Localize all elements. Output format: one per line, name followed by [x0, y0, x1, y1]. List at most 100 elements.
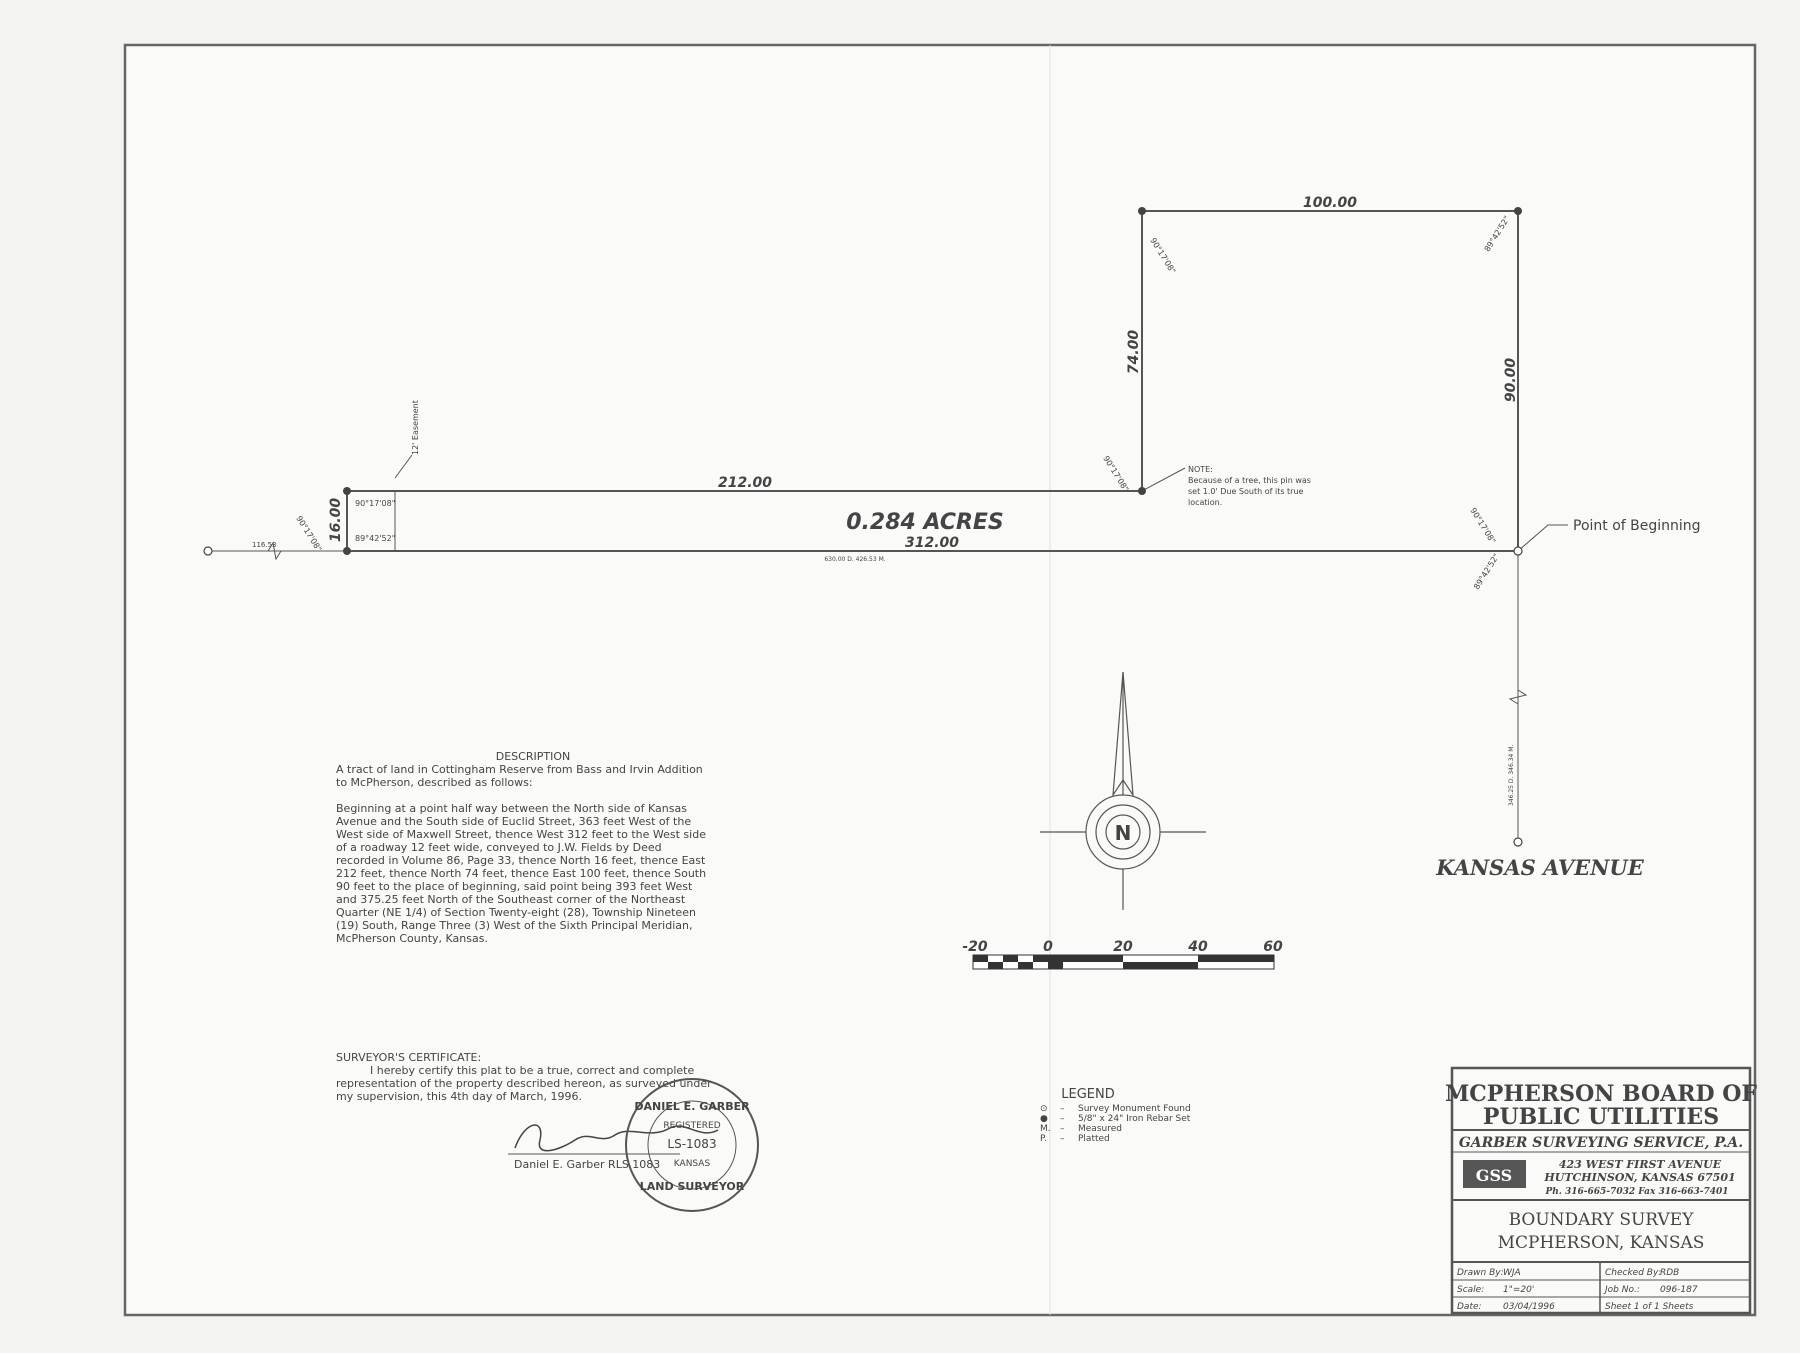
legend-dash: – [1060, 1104, 1065, 1114]
break-symbol [267, 541, 282, 561]
dim-left-vertical: 74.00 [1126, 330, 1142, 375]
graphic-scale-bar [972, 954, 1275, 970]
certificate-heading: SURVEYOR'S CERTIFICATE: [336, 1051, 481, 1064]
date-value: 03/04/1996 [1503, 1302, 1555, 1312]
legend-text: 5/8" x 24" Iron Rebar Set [1078, 1114, 1191, 1124]
legend-text: Platted [1078, 1134, 1110, 1144]
note-line: location. [1188, 498, 1222, 507]
monument-found-icon [1513, 837, 1523, 847]
monument-found-icon [1513, 546, 1523, 556]
description-line: (19) South, Range Three (3) West of the … [336, 919, 692, 932]
monument-found-icon [203, 546, 213, 556]
seal-registered: REGISTERED [663, 1121, 720, 1131]
street-label: KANSAS AVENUE [1435, 855, 1644, 880]
gss-logo-text: GSS [1476, 1166, 1512, 1185]
north-letter: N [1115, 821, 1132, 845]
rebar-set-icon [343, 547, 351, 555]
scale-field-value: 1"=20' [1503, 1285, 1534, 1295]
pob-leader [1517, 524, 1568, 552]
legend-text: Measured [1078, 1124, 1122, 1134]
drawn-by-value: WJA [1503, 1268, 1521, 1278]
certificate-line: I hereby certify this plat to be a true,… [370, 1064, 694, 1077]
description-line: 90 feet to the place of beginning, said … [336, 880, 693, 893]
checked-by-label: Checked By: [1605, 1268, 1661, 1278]
scale-label: 0 [1043, 939, 1053, 955]
rebar-set-icon [1514, 207, 1522, 215]
easement-leader [394, 454, 413, 479]
dim-left-short: 16.00 [328, 498, 344, 543]
scale-label: 60 [1263, 939, 1283, 955]
bottom-tie-label: 630.00 D. 426.53 M. [824, 556, 885, 563]
certificate-line: my supervision, this 4th day of March, 1… [336, 1090, 582, 1103]
note-leader [1141, 467, 1186, 492]
note-line: set 1.0' Due South of its true [1188, 487, 1304, 496]
legend-symbol: M. [1040, 1124, 1051, 1134]
description-line: A tract of land in Cottingham Reserve fr… [336, 763, 703, 776]
signer-name: Daniel E. Garber RLS 1083 [514, 1158, 660, 1171]
description-body: A tract of land in Cottingham Reserve fr… [336, 763, 706, 945]
drawing-border [123, 43, 1757, 1317]
surveyor-seal-icon [625, 1078, 759, 1212]
easement-label: 12' Easement [411, 400, 420, 455]
dim-right-vertical: 90.00 [1503, 358, 1519, 403]
gss-logo-icon [1463, 1160, 1526, 1188]
project-location: MCPHERSON, KANSAS [1498, 1233, 1705, 1253]
legend-symbol: P. [1040, 1134, 1047, 1144]
checked-by-value: RDB [1660, 1268, 1679, 1278]
rebar-set-icon [1138, 207, 1146, 215]
job-number-label: Job No.: [1603, 1285, 1640, 1295]
date-label: Date: [1457, 1302, 1482, 1312]
firm-address-line1: 423 WEST FIRST AVENUE [1559, 1158, 1722, 1171]
description-line: McPherson County, Kansas. [336, 932, 488, 945]
legend-list: ⊙ – Survey Monument Found ● – 5/8" x 24"… [1040, 1104, 1191, 1144]
dim-middle: 212.00 [718, 475, 772, 491]
description-line: West side of Maxwell Street, thence West… [336, 828, 706, 841]
rebar-set-icon [1138, 487, 1146, 495]
legend-text: Survey Monument Found [1078, 1104, 1191, 1114]
description-heading: DESCRIPTION [496, 750, 570, 763]
legend-dash: – [1060, 1124, 1065, 1134]
acreage-label: 0.284 ACRES [846, 510, 1004, 535]
angle-label: 89°42'52" [355, 534, 395, 543]
break-symbol [1508, 689, 1528, 705]
description-line: and 375.25 feet North of the Southeast c… [336, 893, 686, 906]
firm-name: GARBER SURVEYING SERVICE, P.A. [1459, 1135, 1743, 1151]
client-name-line2: PUBLIC UTILITIES [1483, 1104, 1719, 1130]
legend-heading: LEGEND [1061, 1087, 1114, 1102]
point-of-beginning-label: Point of Beginning [1573, 518, 1701, 534]
description-line: Beginning at a point half way between th… [336, 802, 687, 815]
signature-scribble [514, 1124, 719, 1152]
note-line: Because of a tree, this pin was [1188, 476, 1311, 485]
dim-bottom: 312.00 [905, 535, 959, 551]
north-arrow-icon [1040, 671, 1206, 910]
project-title: BOUNDARY SURVEY [1509, 1210, 1695, 1230]
description-line: Avenue and the South side of Euclid Stre… [336, 815, 691, 828]
legend-dash: – [1060, 1114, 1065, 1124]
legend-dash: – [1060, 1134, 1065, 1144]
description-line: 212 feet, thence North 74 feet, thence E… [336, 867, 706, 880]
client-name-line1: MCPHERSON BOARD OF [1445, 1081, 1757, 1107]
certificate-line: representation of the property described… [336, 1077, 712, 1090]
sheet-count: Sheet 1 of 1 Sheets [1605, 1302, 1694, 1312]
note-title: NOTE: [1188, 465, 1213, 474]
description-line: Quarter (NE 1/4) of Section Twenty-eight… [336, 906, 696, 919]
seal-number: LS-1083 [667, 1137, 716, 1151]
description-line: of a roadway 12 feet wide, conveyed to J… [336, 841, 662, 854]
title-block [1450, 1066, 1752, 1315]
seal-state: KANSAS [674, 1159, 711, 1169]
south-tie-label: 346.25 D. 346.34 M. [1508, 745, 1515, 806]
dim-top: 100.00 [1303, 195, 1357, 211]
scale-field-label: Scale: [1457, 1285, 1484, 1295]
west-tie-label: 116.53 [252, 541, 277, 549]
description-line: recorded in Volume 86, Page 33, thence N… [336, 854, 706, 867]
firm-address-line2: HUTCHINSON, KANSAS 67501 [1543, 1171, 1735, 1184]
description-line: to McPherson, described as follows: [336, 776, 533, 789]
seal-title: LAND SURVEYOR [640, 1180, 745, 1193]
scale-label: 40 [1187, 939, 1208, 955]
legend-symbol: ● [1040, 1114, 1048, 1124]
angle-label: 90°17'08" [355, 499, 395, 508]
legend-symbol: ⊙ [1040, 1104, 1048, 1114]
job-number-value: 096-187 [1660, 1285, 1698, 1295]
scale-label: 20 [1113, 939, 1133, 955]
